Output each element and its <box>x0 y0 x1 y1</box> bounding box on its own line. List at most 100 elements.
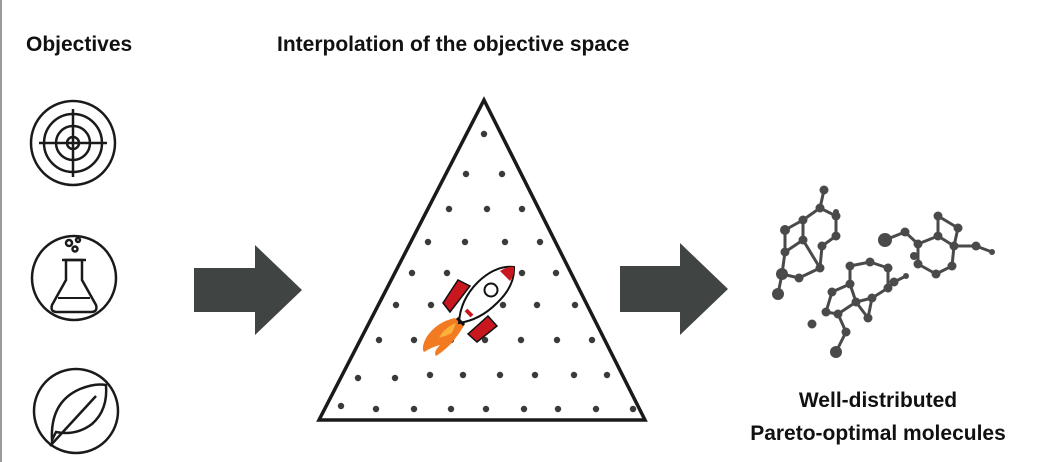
bond <box>801 239 822 269</box>
atom <box>989 249 995 255</box>
sample-point <box>531 371 539 379</box>
sample-point <box>603 371 611 379</box>
atom <box>819 185 829 195</box>
atom <box>798 215 808 225</box>
atom <box>949 241 959 251</box>
sample-point <box>570 371 578 379</box>
sample-point <box>462 170 470 178</box>
sample-point <box>410 336 418 344</box>
target-icon <box>29 99 117 187</box>
atom <box>900 227 910 237</box>
atom <box>913 259 923 269</box>
flask-icon <box>30 234 118 322</box>
atom <box>845 279 855 289</box>
arrow-to-triangle <box>194 245 302 335</box>
left-border <box>0 0 2 462</box>
atom <box>827 287 837 297</box>
atom <box>931 269 941 279</box>
sample-point <box>459 371 467 379</box>
sample-point <box>571 301 579 309</box>
sample-point <box>424 238 432 246</box>
sample-point <box>354 374 362 382</box>
sample-points <box>337 130 637 413</box>
sample-point <box>517 336 525 344</box>
atom <box>833 309 843 319</box>
molecule-1 <box>772 185 841 300</box>
sample-point <box>498 170 506 178</box>
result-caption: Well-distributed Pareto-optimal molecule… <box>728 384 1028 450</box>
atom <box>953 223 963 233</box>
sample-point <box>518 269 526 277</box>
atom <box>817 241 827 251</box>
sample-point <box>496 371 504 379</box>
molecule-2 <box>878 211 995 279</box>
sample-point <box>445 205 453 213</box>
sample-point <box>481 336 489 344</box>
sample-point <box>337 402 345 410</box>
molecule-structures <box>772 185 995 358</box>
molecule-3 <box>807 257 909 358</box>
atom <box>883 263 893 273</box>
sample-point <box>447 405 455 413</box>
sample-point <box>391 374 399 382</box>
sample-point <box>553 336 561 344</box>
atom <box>780 225 790 235</box>
sample-point <box>461 238 469 246</box>
atom <box>772 288 784 300</box>
atom <box>878 233 892 247</box>
sample-point <box>480 130 488 138</box>
atom <box>947 261 957 271</box>
atom <box>821 307 831 317</box>
leaf-icon <box>32 367 120 455</box>
atom <box>830 346 842 358</box>
objective-space-triangle <box>316 96 648 422</box>
atom <box>889 277 899 287</box>
atom <box>867 293 877 303</box>
sample-point <box>426 371 434 379</box>
sample-point <box>392 301 400 309</box>
sample-point <box>372 405 380 413</box>
sample-point <box>499 301 507 309</box>
atom <box>851 297 861 307</box>
sample-point <box>518 205 526 213</box>
atom <box>833 209 839 215</box>
sample-point <box>592 405 600 413</box>
sample-point <box>483 205 491 213</box>
sample-point <box>375 336 383 344</box>
sample-point <box>408 269 416 277</box>
interpolation-heading: Interpolation of the objective space <box>277 33 630 56</box>
atom <box>815 203 825 213</box>
atom <box>815 263 825 273</box>
atom <box>933 231 943 241</box>
atom <box>798 235 808 245</box>
sample-point <box>536 238 544 246</box>
atom <box>971 241 981 251</box>
sample-point <box>443 269 451 277</box>
atom <box>776 268 788 280</box>
sample-point <box>552 269 560 277</box>
atom <box>933 211 943 221</box>
atom <box>831 231 841 241</box>
sample-point <box>533 301 541 309</box>
atom <box>903 273 909 279</box>
sample-point <box>482 405 490 413</box>
atom <box>794 273 804 283</box>
objectives-heading: Objectives <box>26 33 133 56</box>
atom <box>913 239 923 249</box>
sample-point <box>427 301 435 309</box>
result-caption-line-2: Pareto-optimal molecules <box>750 422 1006 445</box>
atom <box>910 252 918 260</box>
sample-point <box>554 405 562 413</box>
sample-point <box>501 238 509 246</box>
sample-point <box>520 405 528 413</box>
atom <box>780 247 790 257</box>
atom <box>863 313 873 323</box>
atom <box>841 327 851 337</box>
atom <box>845 261 855 271</box>
sample-point <box>588 336 596 344</box>
atom <box>807 319 817 329</box>
atom <box>883 283 893 293</box>
arrow-to-molecules <box>620 243 728 335</box>
